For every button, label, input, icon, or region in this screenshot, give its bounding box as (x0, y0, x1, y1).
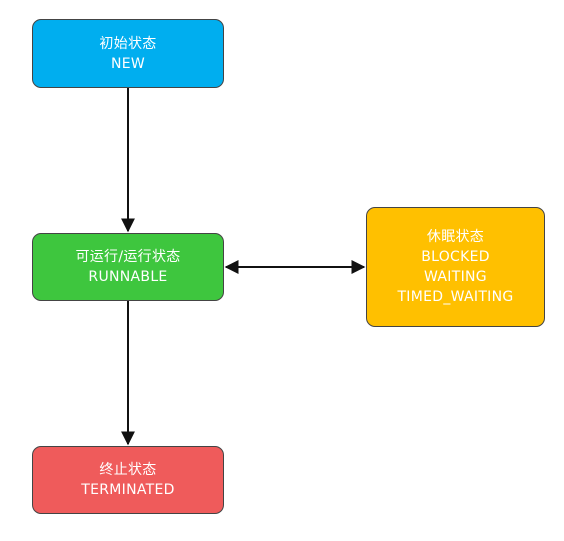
state-label-en: TERMINATED (81, 482, 175, 498)
state-node-runnable: 可运行/运行状态 RUNNABLE (32, 233, 224, 301)
state-label-blocked: BLOCKED (421, 249, 490, 265)
state-label-waiting: WAITING (424, 269, 487, 285)
state-label-cn: 休眠状态 (426, 229, 485, 245)
state-label-cn: 终止状态 (99, 462, 157, 478)
state-node-sleep: 休眠状态 BLOCKED WAITING TIMED_WAITING (366, 207, 545, 327)
state-label-en: NEW (110, 55, 146, 72)
state-label-timed-waiting: TIMED_WAITING (397, 289, 514, 305)
state-node-new: 初始状态 NEW (32, 19, 224, 88)
state-label-cn: 初始状态 (99, 35, 157, 52)
state-label-cn: 可运行/运行状态 (75, 249, 181, 265)
state-node-terminated: 终止状态 TERMINATED (32, 446, 224, 514)
state-label-en: RUNNABLE (88, 269, 168, 285)
